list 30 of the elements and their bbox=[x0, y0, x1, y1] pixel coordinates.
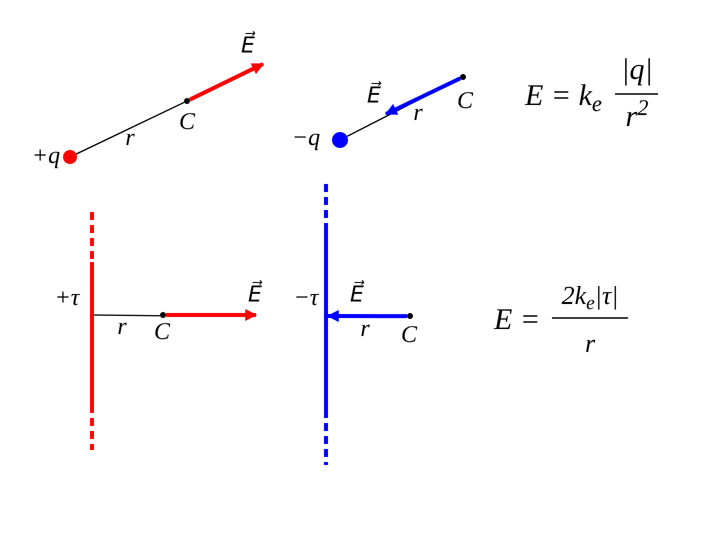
point-label: C bbox=[457, 89, 473, 113]
charge-density-label: +τ bbox=[54, 286, 80, 310]
formula-numerator: |q| bbox=[621, 55, 653, 85]
charge-label: +q bbox=[32, 144, 60, 168]
distance-line bbox=[76, 102, 185, 155]
distance-label: r bbox=[360, 317, 370, 341]
point-label: C bbox=[401, 323, 417, 347]
formula-text: E = k$_{e}$ bbox=[525, 81, 602, 111]
vector-label: E⃗ bbox=[367, 82, 381, 110]
vector-label: E⃗ bbox=[350, 281, 364, 309]
vector-label: E⃗ bbox=[248, 281, 262, 309]
negative-charge bbox=[332, 132, 348, 148]
distance-line bbox=[94, 314, 160, 316]
formula-numerator: 2k$_{e}$|τ| bbox=[562, 283, 618, 309]
formula-denominator: r$^{2}$ bbox=[626, 102, 648, 132]
edge-label: r bbox=[413, 99, 423, 128]
positive-charge bbox=[63, 150, 77, 164]
vector-label: E⃗ bbox=[241, 32, 255, 60]
edge-label: r bbox=[125, 124, 135, 153]
charge-label: −q bbox=[292, 126, 320, 150]
point-label: C bbox=[154, 320, 170, 344]
charge-density-label: −τ bbox=[294, 286, 318, 310]
field-vector-arrow bbox=[384, 76, 462, 116]
field-vector-arrow bbox=[166, 309, 258, 321]
field-vector-arrow bbox=[188, 62, 264, 102]
field-vector-arrow bbox=[326, 310, 408, 322]
point-label: C bbox=[179, 110, 195, 134]
formula-denominator: r bbox=[584, 331, 596, 357]
edge-label: r bbox=[117, 313, 127, 342]
formula-text: E = bbox=[494, 305, 540, 335]
